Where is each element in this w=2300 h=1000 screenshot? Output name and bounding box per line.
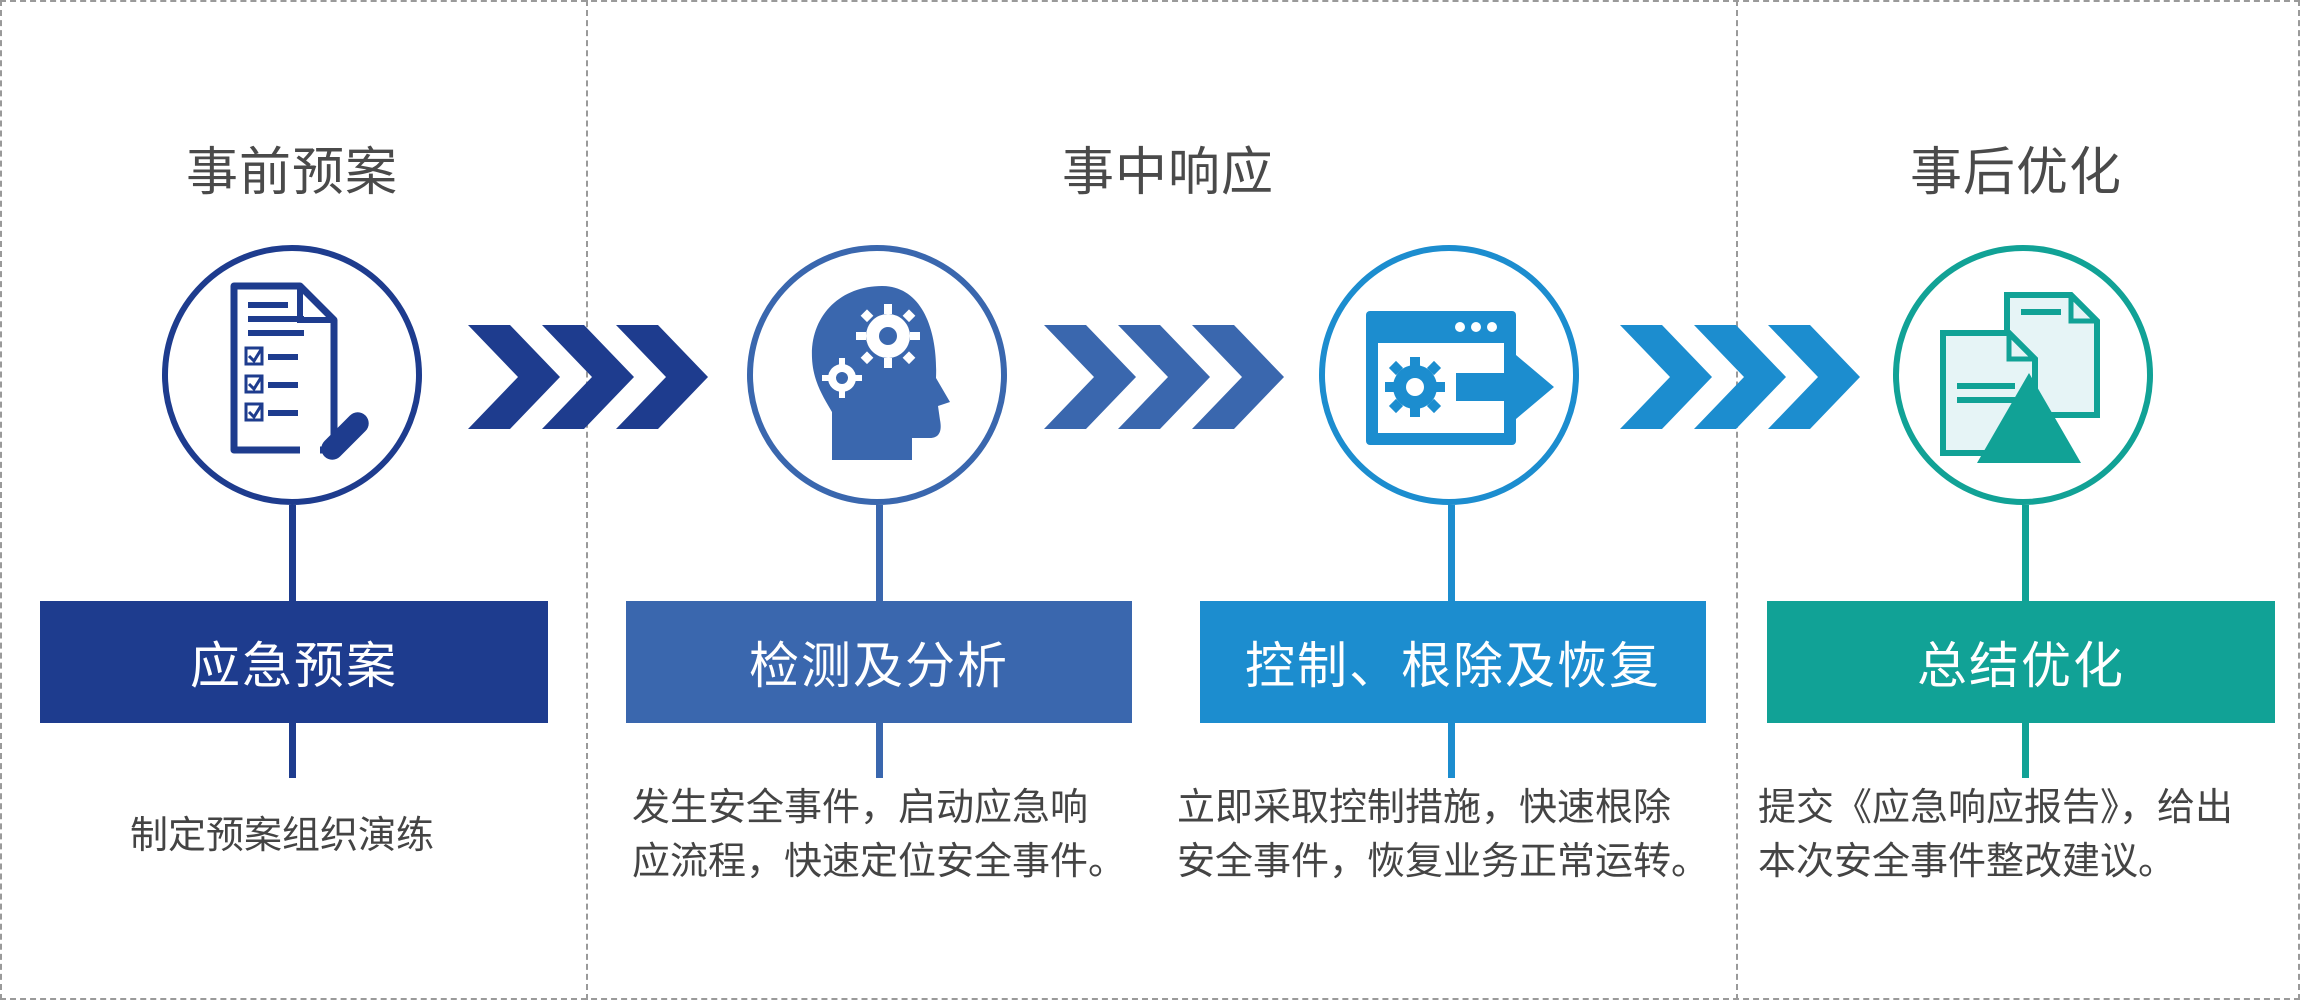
step-desc-3-line-1: 立即采取控制措施，快速根除 [1177,785,1672,829]
step-desc-1: 制定预案组织演练 [130,808,434,862]
step-title-1: 应急预案 [190,637,398,695]
step-desc-3: 立即采取控制措施，快速根除 安全事件，恢复业务正常运转。 [1177,780,1709,888]
step-desc-3-line-2: 安全事件，恢复业务正常运转。 [1177,839,1710,883]
step-desc-4-line-2: 本次安全事件整改建议。 [1758,839,2177,883]
step-title-3: 控制、根除及恢复 [1245,637,1661,695]
step-desc-2-line-2: 应流程，快速定位安全事件。 [632,839,1127,883]
step-box-2: 检测及分析 [626,601,1132,723]
step-desc-1-line-1: 制定预案组织演练 [130,813,435,857]
step-desc-2: 发生安全事件，启动应急响 应流程，快速定位安全事件。 [632,780,1126,888]
step-box-3: 控制、根除及恢复 [1200,601,1706,723]
checklist-document-icon [222,280,392,474]
step-title-4: 总结优化 [1917,637,2125,695]
chevron-arrow-2 [1044,325,1284,429]
window-gear-arrow-icon [1360,305,1560,459]
phase-divider-1 [586,0,588,1000]
chevron-arrow-3 [1620,325,1860,429]
phase-title-before: 事前预案 [185,143,398,203]
report-documents-icon [1935,285,2115,479]
step-title-2: 检测及分析 [749,637,1009,695]
step-box-1: 应急预案 [40,601,548,723]
step-desc-2-line-1: 发生安全事件，启动应急响 [632,785,1089,829]
phase-title-during: 事中响应 [1061,143,1274,203]
head-gears-icon [800,278,970,472]
phase-title-after: 事后优化 [1909,143,2122,203]
step-desc-4: 提交《应急响应报告》，给出 本次安全事件整改建议。 [1758,780,2233,888]
step-box-4: 总结优化 [1767,601,2275,723]
chevron-arrow-1 [468,325,708,429]
phase-divider-2 [1736,0,1738,1000]
step-desc-4-line-1: 提交《应急响应报告》，给出 [1758,785,2234,829]
